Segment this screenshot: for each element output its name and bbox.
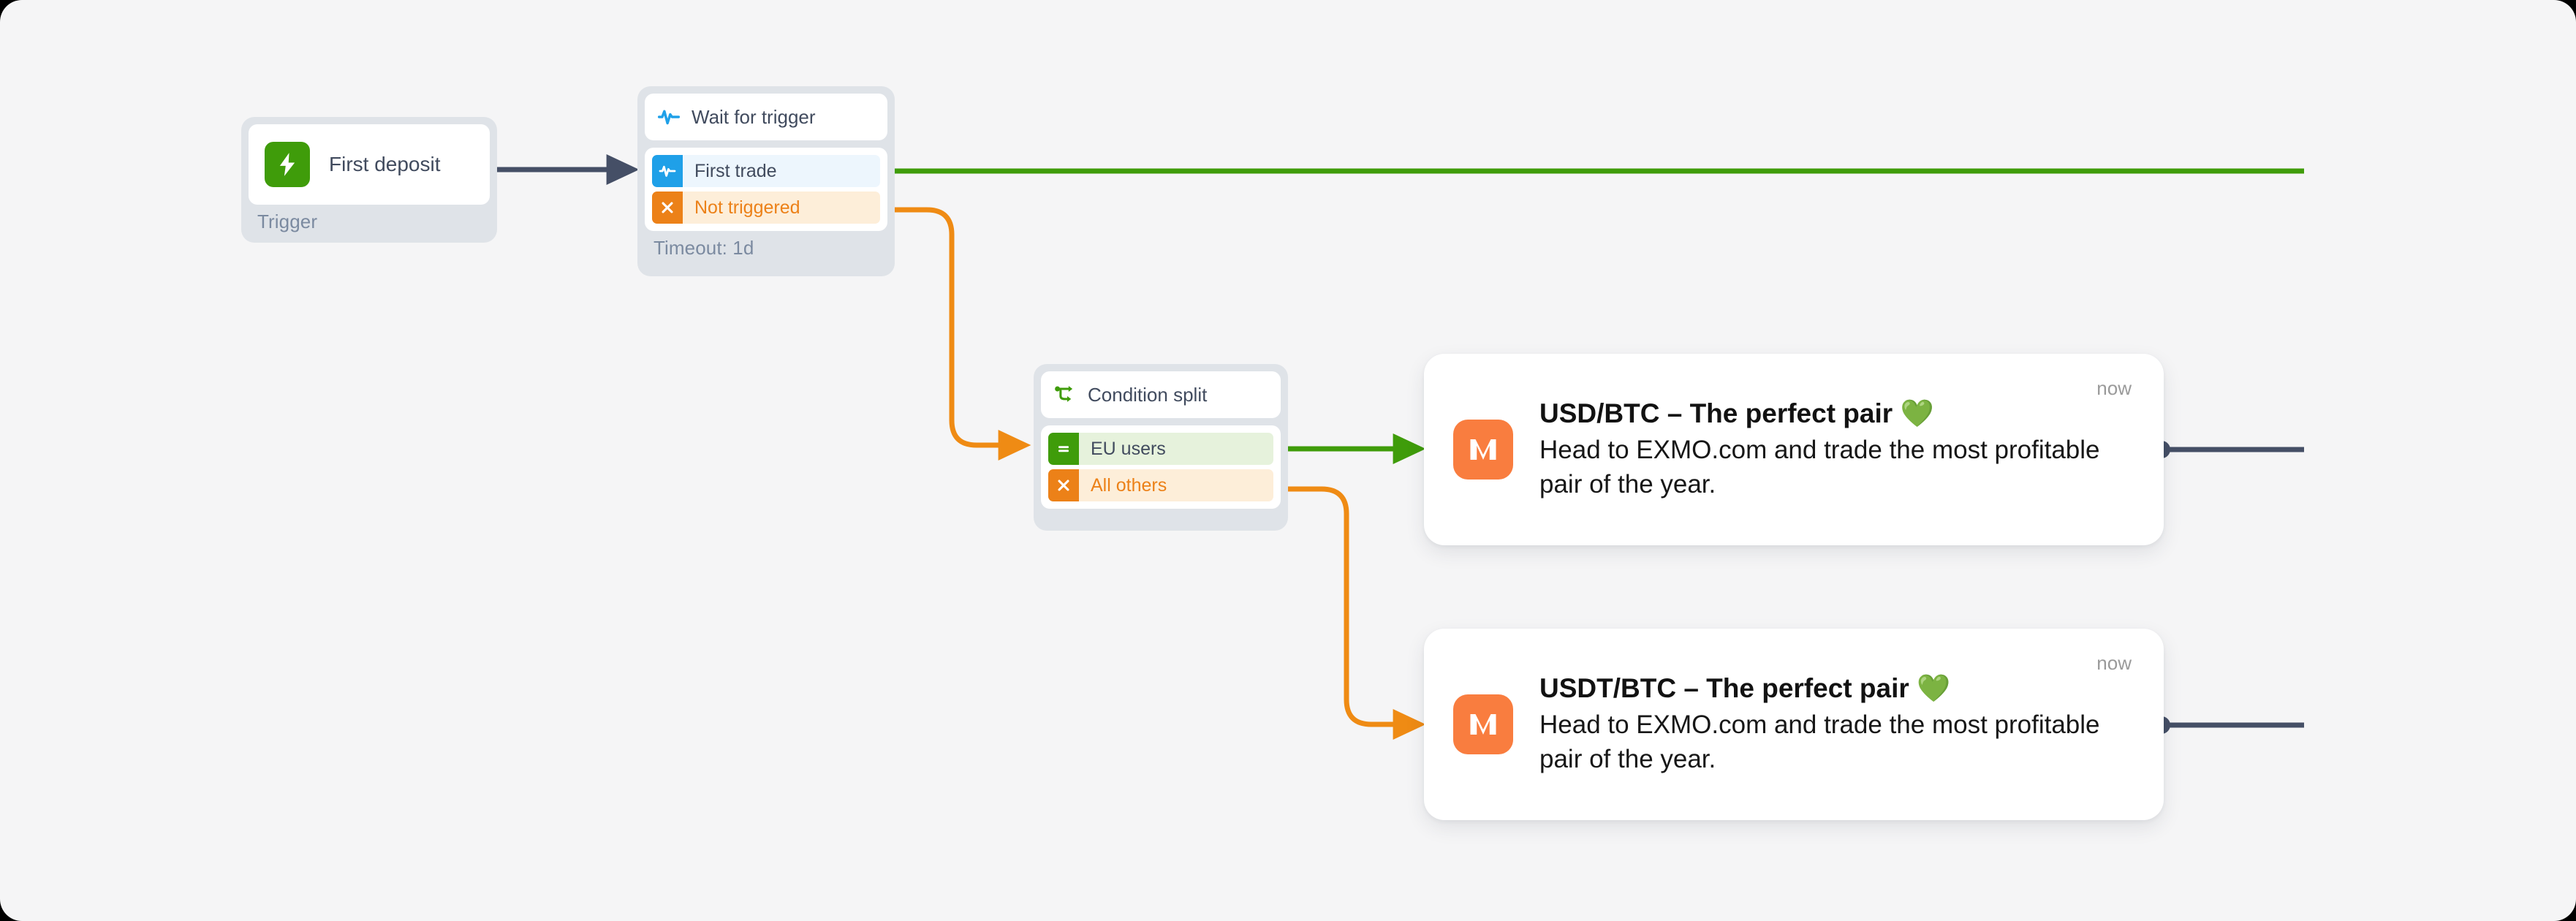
branch-first-trade[interactable]: First trade <box>652 155 880 187</box>
push-card-body: USD/BTC – The perfect pair 💚 Head to EXM… <box>1539 398 2134 502</box>
push-card-timestamp: now <box>2096 652 2132 674</box>
node-split-header-label: Condition split <box>1088 383 1208 406</box>
node-condition-split[interactable]: Condition split EU users All othe <box>1034 364 1288 531</box>
green-heart-icon: 💚 <box>1900 398 1934 428</box>
edge-all-others-to-card2 <box>1268 480 1426 740</box>
lightning-bolt-icon <box>265 142 310 187</box>
push-card-text: Head to EXMO.com and trade the most prof… <box>1539 436 2100 499</box>
node-trigger-footer: Trigger <box>257 211 318 232</box>
activity-pulse-icon <box>656 105 681 129</box>
push-card-timestamp: now <box>2096 377 2132 399</box>
branch-eu-users[interactable]: EU users <box>1048 433 1273 465</box>
branch-not-triggered[interactable]: Not triggered <box>652 192 880 224</box>
node-wait-branches: First trade Not triggered <box>645 148 887 231</box>
push-card-title-text: USDT/BTC – The perfect pair <box>1539 672 1917 703</box>
branch-first-trade-label: First trade <box>694 160 777 181</box>
green-heart-icon: 💚 <box>1917 672 1951 703</box>
node-trigger-title: First deposit <box>329 153 441 175</box>
close-x-icon <box>1048 469 1079 501</box>
edge-card1-output <box>2153 441 2304 458</box>
branch-eu-users-label: EU users <box>1091 438 1166 459</box>
edge-trigger-to-wait <box>479 154 640 185</box>
branch-not-triggered-label: Not triggered <box>694 197 800 218</box>
branch-all-others[interactable]: All others <box>1048 469 1273 501</box>
edge-eu-users-to-card1 <box>1268 433 1426 464</box>
push-card-title-text: USD/BTC – The perfect pair <box>1539 398 1901 428</box>
equals-icon <box>1048 433 1079 465</box>
activity-pulse-icon <box>652 155 683 187</box>
push-notification-card[interactable]: USD/BTC – The perfect pair 💚 Head to EXM… <box>1424 354 2164 545</box>
node-wait-for-trigger[interactable]: Wait for trigger First trade Not trigger… <box>637 86 895 276</box>
branch-split-icon <box>1053 382 1077 407</box>
node-wait-header-label: Wait for trigger <box>692 105 816 128</box>
node-wait-header[interactable]: Wait for trigger <box>645 94 887 140</box>
close-x-icon <box>652 192 683 224</box>
push-card-body: USDT/BTC – The perfect pair 💚 Head to EX… <box>1539 672 2134 777</box>
edge-first-trade <box>874 162 2304 180</box>
branch-all-others-label: All others <box>1091 474 1167 496</box>
exmo-app-icon <box>1453 694 1513 754</box>
push-card-title: USD/BTC – The perfect pair 💚 <box>1539 398 2134 430</box>
push-notification-card[interactable]: USDT/BTC – The perfect pair 💚 Head to EX… <box>1424 629 2164 820</box>
push-card-text: Head to EXMO.com and trade the most prof… <box>1539 710 2100 773</box>
edge-card2-output <box>2153 716 2304 734</box>
edge-not-triggered-to-split <box>874 201 1031 460</box>
push-card-title: USDT/BTC – The perfect pair 💚 <box>1539 672 2134 705</box>
node-wait-footer: Timeout: 1d <box>654 237 754 259</box>
node-trigger-panel[interactable]: First deposit <box>249 124 490 205</box>
exmo-app-icon <box>1453 420 1513 480</box>
node-split-branches: EU users All others <box>1041 425 1281 509</box>
node-split-header[interactable]: Condition split <box>1041 371 1281 418</box>
node-first-deposit-trigger[interactable]: First deposit Trigger <box>241 117 497 243</box>
